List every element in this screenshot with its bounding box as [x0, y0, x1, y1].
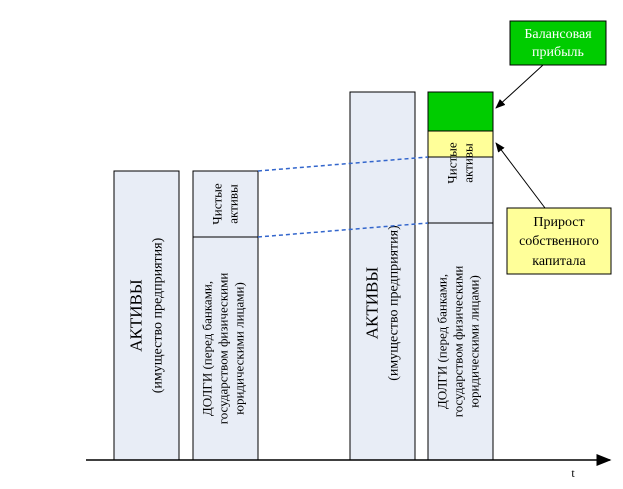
time-axis-label: t	[571, 466, 575, 480]
balance-profit-callout-line2: прибыль	[532, 45, 584, 60]
left-assets-subtitle: (имущество предприятия)	[151, 237, 166, 393]
right-net-assets-line1: Чистые	[445, 142, 460, 184]
right-net-assets-block	[427, 156, 494, 224]
left-debts-line2: государством физическими	[216, 273, 231, 425]
right-debts-line2: государством физическими	[451, 266, 466, 418]
equity-growth-callout-line2: собственного	[519, 234, 599, 249]
equity-growth-callout	[506, 207, 612, 275]
balance-profit-callout-line1: Балансовая	[524, 27, 592, 42]
left-assets-bar	[113, 170, 180, 461]
left-assets-title: АКТИВЫ	[127, 279, 146, 352]
equity-growth-arrow	[495, 142, 546, 209]
left-net-assets-line2: активы	[226, 184, 241, 224]
balance-profit-callout	[509, 20, 607, 66]
balance-profit-arrow	[495, 64, 544, 109]
left-net-assets-line1: Чистые	[210, 183, 225, 225]
left-net-assets-block	[192, 170, 259, 238]
left-debts-block	[192, 236, 259, 461]
right-assets-subtitle: (имущество предприятия)	[387, 225, 402, 381]
balance-profit-block	[427, 91, 494, 132]
connector-net-assets-top	[257, 156, 429, 172]
right-assets-title: АКТИВЫ	[363, 267, 382, 340]
equity-growth-callout-line3: капитала	[532, 254, 586, 269]
right-debts-line3: юридическими лицами)	[467, 275, 482, 408]
right-assets-bar	[349, 91, 416, 461]
left-debts-line3: юридическими лицами)	[232, 282, 247, 415]
connector-net-assets-bottom	[257, 222, 429, 238]
left-debts-line1: ДОЛГИ (перед банками,	[200, 281, 215, 416]
right-net-assets-line2: активы	[461, 143, 476, 183]
right-debts-block	[427, 222, 494, 461]
right-debts-line1: ДОЛГИ (перед банками,	[435, 274, 450, 409]
equity-growth-callout-line1: Прирост	[533, 215, 584, 230]
